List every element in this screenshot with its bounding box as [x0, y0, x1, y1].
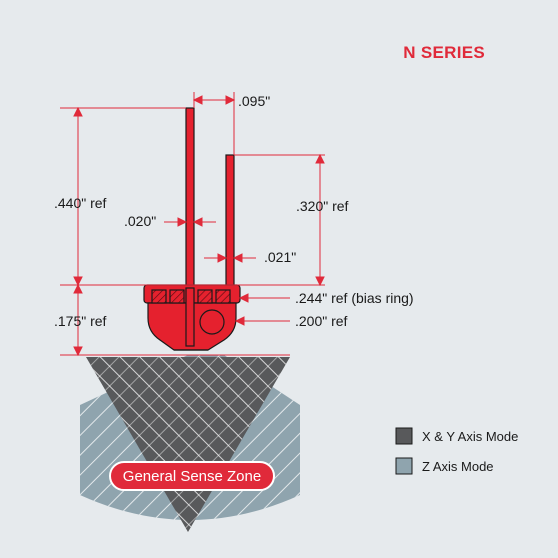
dim-body-height: .175" ref	[54, 313, 107, 329]
dim-bias-ring: .244" ref (bias ring)	[295, 290, 414, 306]
legend: X & Y Axis Mode Z Axis Mode	[395, 427, 518, 475]
dim-short-pin-width: .021"	[264, 249, 296, 265]
magnet-circle	[199, 309, 225, 335]
dim-overall-height: .440" ref	[54, 195, 107, 211]
general-sense-zone-badge: General Sense Zone	[109, 461, 275, 491]
dimension-lines	[60, 92, 325, 357]
sensor-graphic	[143, 107, 241, 351]
dim-short-pin-height: .320" ref	[296, 198, 349, 214]
dim-pin-spacing: .095"	[238, 93, 270, 109]
long-pin	[185, 107, 195, 289]
legend-swatch-z	[395, 457, 413, 475]
legend-label-xy: X & Y Axis Mode	[422, 429, 518, 444]
legend-swatch-xy	[395, 427, 413, 445]
series-title: N SERIES	[403, 43, 485, 62]
general-sense-zone-label: General Sense Zone	[123, 468, 261, 485]
sense-zone-graphic	[80, 355, 300, 532]
dim-body-width: .200" ref	[295, 313, 348, 329]
dim-pin-width: .020"	[124, 213, 156, 229]
short-pin	[225, 154, 235, 289]
legend-label-z: Z Axis Mode	[422, 459, 494, 474]
